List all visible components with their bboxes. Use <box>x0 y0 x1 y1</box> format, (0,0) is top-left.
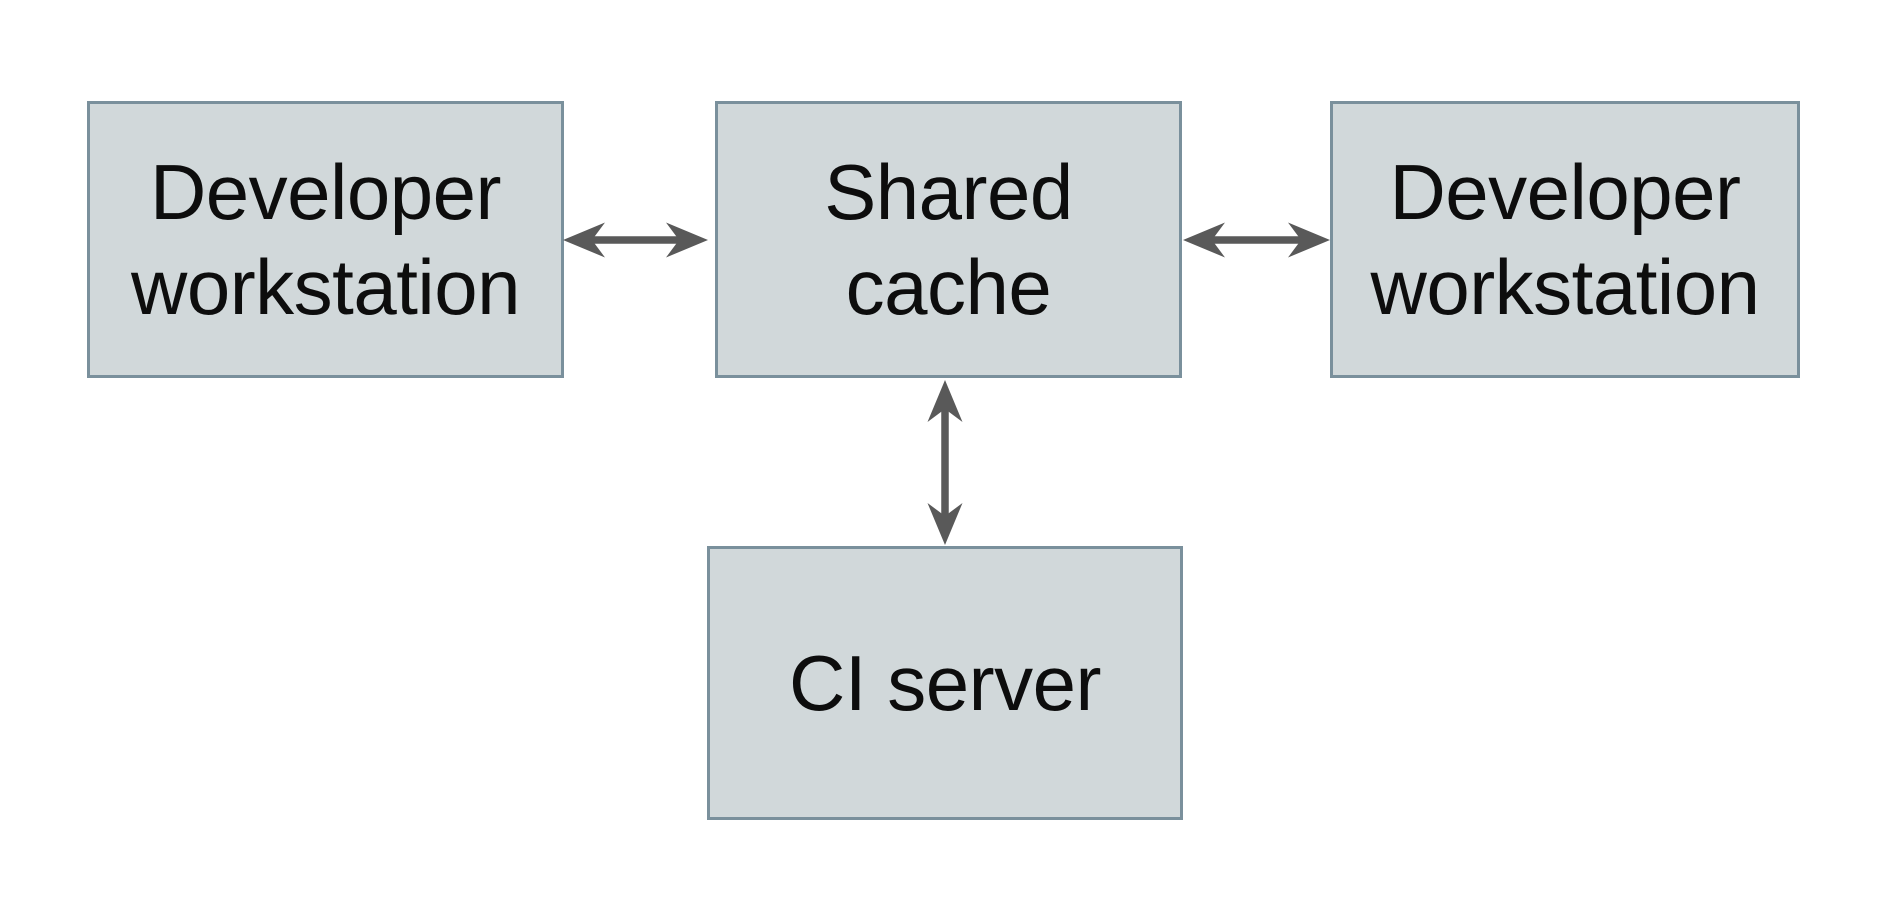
bidirectional-arrow-cache-to-right-workstation <box>1183 222 1330 258</box>
node-label-line: Shared <box>824 148 1073 237</box>
node-label-line: CI server <box>789 638 1101 727</box>
node-shared-cache: Shared cache <box>715 101 1182 378</box>
bidirectional-arrow-left-workstation-to-cache <box>563 222 708 258</box>
node-label-line: Developer <box>1389 148 1741 237</box>
node-label-line: cache <box>845 242 1052 331</box>
node-label: Shared cache <box>824 145 1073 334</box>
node-label-line: workstation <box>1370 242 1761 331</box>
bidirectional-arrow-cache-to-ci-server <box>927 380 963 545</box>
node-label: Developer workstation <box>131 145 521 334</box>
arrowhead-left-icon <box>563 222 605 258</box>
node-ci-server: CI server <box>707 546 1183 820</box>
node-label: Developer workstation <box>1370 145 1761 334</box>
arrowhead-right-icon <box>1288 222 1330 258</box>
node-label-line: workstation <box>131 242 521 331</box>
arrowhead-right-icon <box>666 222 708 258</box>
node-label: CI server <box>789 636 1101 730</box>
node-label-line: Developer <box>149 148 502 237</box>
node-developer-workstation-right: Developer workstation <box>1330 101 1800 378</box>
arrowhead-up-icon <box>927 380 963 422</box>
arrowhead-left-icon <box>1183 222 1225 258</box>
arrowhead-down-icon <box>927 503 963 545</box>
node-developer-workstation-left: Developer workstation <box>87 101 564 378</box>
